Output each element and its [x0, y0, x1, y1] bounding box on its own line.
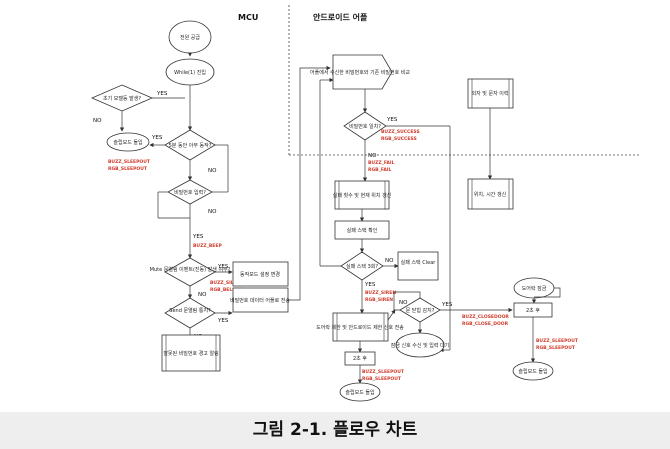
no-label-1: NO — [93, 118, 102, 124]
column-header-android: 안드로이드 어플 — [313, 12, 368, 22]
yes-label-a2: YES — [364, 282, 376, 288]
sleep-a-node — [339, 382, 381, 402]
return-main-node — [395, 332, 445, 358]
door-open-label: 도어락 잠금 — [522, 285, 547, 292]
no-label-3: NO — [208, 209, 217, 215]
sleep-b-label: 슬립모드 돌입 — [518, 368, 547, 375]
siren-box — [332, 312, 389, 342]
column-header-mcu: MCU — [238, 13, 258, 22]
yes-label-5: YES — [217, 318, 229, 324]
clear-box — [397, 251, 439, 281]
yes-label-1: YES — [156, 91, 168, 97]
mute-code-1: BUZZ_SILENCE — [210, 280, 247, 286]
beep-code: BUZZ_BEEP — [193, 243, 222, 249]
initial-check-label: 초기 모델등 발생? — [103, 95, 141, 102]
fail-code-2: RGB_FAIL — [368, 167, 392, 173]
no-label-4: NO — [198, 292, 207, 298]
yes-label-2: YES — [151, 135, 163, 141]
location-box — [467, 178, 514, 210]
fail-code-1: BUZZ_FAIL — [368, 160, 395, 166]
fail-3-label: 실패 스택 3회? — [346, 263, 378, 270]
no-label-a3: NO — [399, 300, 408, 306]
mute-code-2: RGB_BELLIM — [210, 287, 242, 293]
sleep-mode-node — [106, 132, 150, 152]
fail-check-label: 실패 스택 확인 — [347, 227, 378, 234]
send-app-label: 비밀번호 데이터 어플로 전송 — [230, 297, 290, 304]
sleep-code-1: BUZZ_SLEEPOUT — [108, 159, 151, 165]
yes-label-a3: YES — [441, 302, 453, 308]
sleep-b-code-2: RGB_SLEEPOUT — [536, 345, 576, 351]
close-code-1: BUZZ_CLOSEDOOR — [462, 314, 509, 320]
fail-count-box — [334, 180, 390, 210]
success-code-1: BUZZ_SUCCESS — [381, 129, 420, 135]
intrusion-label: 잘못된 비밀번호 경고 알림 — [163, 350, 218, 357]
send-check-label: Send 문열림 통지? — [169, 307, 211, 314]
no-label-a2: NO — [385, 258, 394, 264]
siren-code-2: RGB_SIREN — [365, 297, 393, 303]
fail-count-label: 실패 횟수 및 현재 위치 갱신 — [333, 192, 392, 199]
sleep-b-node — [512, 361, 554, 381]
wait-2s-b-label: 2초 후 — [526, 308, 540, 314]
sleep-a-code-2: RGB_SLEEPOUT — [362, 376, 402, 382]
no-label-a1: NO — [368, 153, 377, 159]
success-code-2: RGB_SUCCESS — [381, 136, 417, 142]
yes-label-a1: YES — [386, 117, 398, 123]
sleep-b-code-1: BUZZ_SLEEPOUT — [536, 338, 579, 344]
sleep-a-label: 슬립모드 돌입 — [345, 389, 374, 396]
while-label: While(1) 진입 — [174, 69, 206, 76]
set-sleep-label: 동작모드 설정 변경 — [240, 271, 280, 278]
start-label: 전원 공급 — [180, 34, 200, 41]
siren-code-1: BUZZ_SIREN — [365, 290, 396, 296]
mute-check-label: Mute 문열림 이벤트(진동) 발생 여부? — [150, 266, 231, 273]
flowchart: MCU 안드로이드 어플 전원 공급 While(1) 진입 초기 모델등 발생… — [90, 5, 640, 402]
pw-match-label: 비밀번호 일치? — [349, 123, 381, 130]
sleep-a-code-1: BUZZ_SLEEPOUT — [362, 369, 405, 375]
timeout-check-label: 5분 동안 아무 동작? — [169, 142, 212, 149]
sleep-mode-label: 슬립모드 돌입 — [113, 139, 142, 146]
return-main-label: 잠금 신호 수신 및 입력 대기 — [391, 342, 450, 349]
intrusion-box — [161, 334, 221, 372]
close-check-label: 문 닫힘 감지? — [406, 307, 435, 314]
location-label: 위치, 시간 갱신 — [474, 191, 507, 198]
receive-label: 어플에서 수신한 비밀번호와 기존 비밀번호 비교 — [310, 69, 410, 76]
siren-label: 도어락 제한 및 안드로이드 제한 신호 전송 — [316, 324, 404, 331]
pw-check-label: 비밀번호 입력? — [174, 189, 206, 196]
set-sleep-box — [232, 261, 289, 287]
wait-2s-label: 2초 후 — [353, 356, 367, 362]
user-log-box — [467, 78, 514, 109]
caption-bar: 그림 2-1. 플로우 차트 — [0, 412, 670, 449]
receive-box — [332, 54, 393, 90]
clear-label: 실패 스택 Clear — [401, 259, 437, 266]
user-log-label: 외자 및 문자 이력 — [472, 90, 509, 97]
close-code-2: RGB_CLOSE_DOOR — [462, 321, 509, 327]
yes-label-3: YES — [192, 234, 204, 240]
yes-label-4: YES — [217, 264, 229, 270]
sleep-code-2: RGB_SLEEPOUT — [108, 166, 148, 172]
no-label-2: NO — [208, 168, 217, 174]
figure-caption: 그림 2-1. 플로우 차트 — [252, 420, 418, 440]
